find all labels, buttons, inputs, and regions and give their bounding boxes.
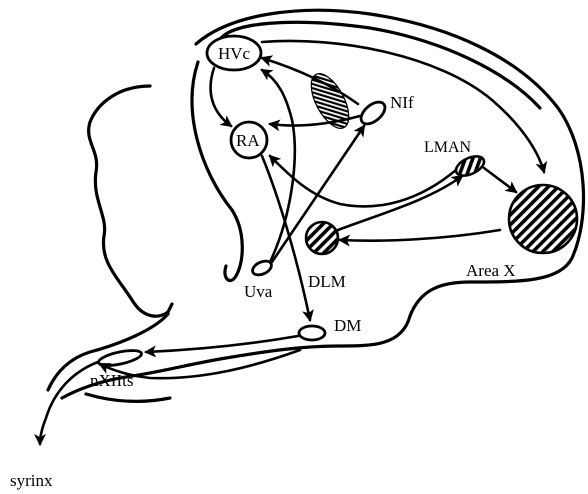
label-area-x: Area X — [466, 261, 516, 280]
dm-nucleus — [299, 326, 325, 340]
label-hvc: HVc — [218, 44, 251, 63]
dlm-nucleus — [306, 222, 338, 254]
brain-inner-contour — [218, 22, 540, 108]
label-ra: RA — [236, 131, 260, 150]
label-syrinx: syrinx — [10, 471, 53, 490]
arrow-dlm-to-lman — [338, 176, 462, 230]
label-lman: LMAN — [424, 139, 472, 156]
nif-nucleus — [357, 98, 389, 128]
arrow-hvc-to-ra — [211, 68, 231, 126]
lman-nucleus — [453, 152, 487, 179]
arrow-lman-to-ra — [270, 156, 456, 206]
label-dm: DM — [334, 316, 361, 335]
label-uva: Uva — [244, 282, 273, 301]
arrow-areax-to-dlm — [340, 230, 500, 241]
brain-outer-outline — [62, 10, 584, 398]
label-dlm: DLM — [308, 272, 346, 291]
label-nxiits: nXIIts — [90, 371, 133, 390]
brainstem-lower-boundary — [86, 394, 170, 401]
arrow-lman-to-areax — [484, 168, 516, 192]
label-nif: NIf — [390, 93, 414, 112]
cerebellum-outline — [89, 86, 172, 316]
cortical-fold — [192, 62, 242, 281]
area-x-nucleus — [509, 185, 577, 253]
